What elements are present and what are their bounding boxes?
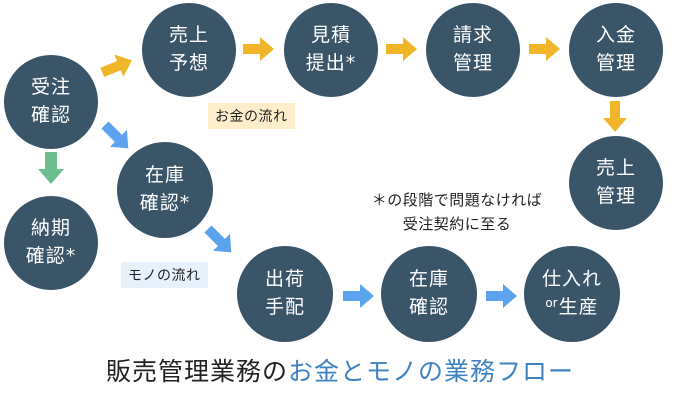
node-label: 予想 bbox=[168, 52, 209, 74]
arrow-right-icon bbox=[486, 284, 517, 308]
node-order-confirm: 受注確認 bbox=[4, 55, 98, 149]
goods-flow-tag: モノの流れ bbox=[121, 262, 208, 288]
arrow-right-icon bbox=[243, 37, 274, 61]
condition-note: ＊の段階で問題なければ 受注契約に至る bbox=[352, 188, 562, 236]
node-label: 確認* bbox=[25, 245, 77, 267]
node-label: 売上 bbox=[168, 24, 209, 47]
node-label: 出荷 bbox=[264, 268, 305, 291]
money-flow-tag: お金の流れ bbox=[208, 103, 295, 129]
node-billing: 請求管理 bbox=[426, 3, 520, 97]
node-label: 見積 bbox=[310, 24, 351, 47]
node-label: 請求 bbox=[452, 24, 493, 47]
node-sales-mgmt: 売上管理 bbox=[569, 136, 663, 230]
node-payment: 入金管理 bbox=[569, 3, 663, 97]
node-label: 売上 bbox=[595, 157, 636, 180]
arrow-down-icon bbox=[38, 152, 64, 184]
arrow-right-icon bbox=[529, 37, 560, 61]
note-line: ＊の段階で問題なければ bbox=[371, 191, 543, 209]
node-label: 確認 bbox=[30, 104, 71, 126]
node-label: 提出* bbox=[305, 52, 357, 74]
node-label: 納期 bbox=[30, 217, 71, 240]
node-quotation: 見積提出* bbox=[284, 3, 378, 97]
node-label: 受注 bbox=[30, 76, 71, 99]
title-part: 販売管理業務の bbox=[105, 357, 288, 386]
or-label: or bbox=[545, 296, 558, 310]
node-label: 確認* bbox=[139, 192, 191, 214]
arrow-diagonal-icon bbox=[101, 121, 129, 149]
arrow-down-icon bbox=[603, 101, 627, 132]
node-label: 入金 bbox=[595, 24, 636, 47]
node-stock-confirm-1: 在庫確認* bbox=[117, 142, 213, 238]
node-label: 管理 bbox=[452, 52, 493, 74]
node-sales-forecast: 売上予想 bbox=[142, 3, 236, 97]
node-label: 管理 bbox=[595, 52, 636, 74]
node-delivery-confirm: 納期確認* bbox=[4, 196, 98, 290]
note-line: 受注契約に至る bbox=[402, 215, 512, 233]
node-label: 確認 bbox=[408, 296, 449, 318]
node-shipping: 出荷手配 bbox=[237, 246, 333, 342]
node-label: 在庫 bbox=[408, 268, 449, 291]
node-label: 管理 bbox=[595, 185, 636, 207]
diagram-title: 販売管理業務のお金とモノの業務フロー bbox=[0, 352, 680, 388]
title-accent: お金とモノの業務フロー bbox=[288, 357, 575, 386]
arrow-right-icon bbox=[343, 284, 374, 308]
arrow-diagonal-icon bbox=[204, 225, 232, 253]
node-label: 仕入れ bbox=[541, 268, 602, 291]
arrow-right-icon bbox=[100, 54, 132, 78]
node-label: 手配 bbox=[264, 296, 305, 318]
node-stock-confirm-2: 在庫確認 bbox=[381, 246, 477, 342]
node-label: 生産 bbox=[558, 296, 599, 318]
node-procure: 仕入れ or生産 bbox=[524, 246, 620, 342]
node-label: 在庫 bbox=[144, 164, 185, 187]
arrow-right-icon bbox=[386, 37, 417, 61]
